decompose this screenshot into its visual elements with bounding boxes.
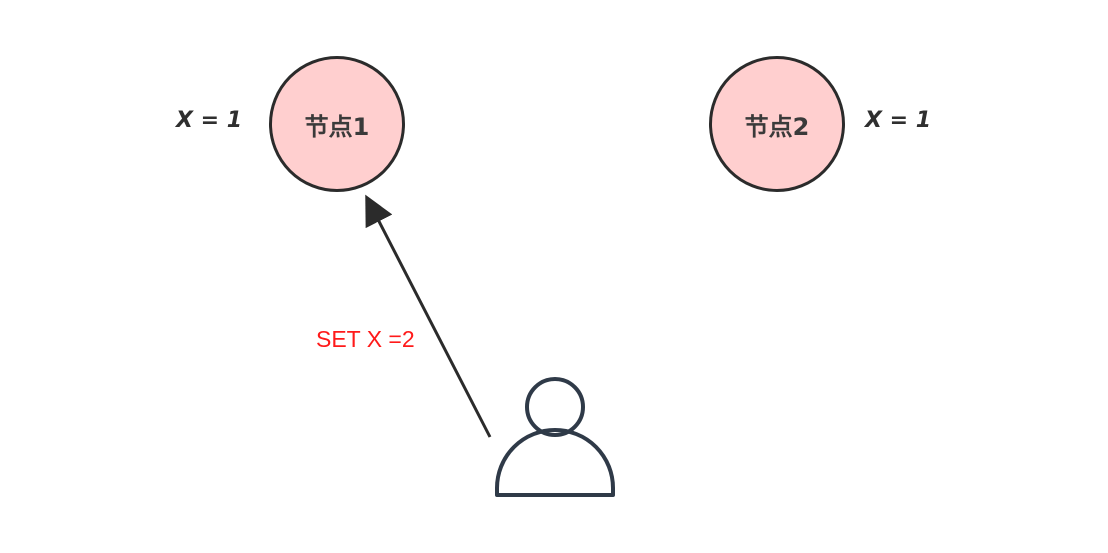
request-arrow <box>365 194 492 438</box>
user-icon <box>495 377 615 497</box>
request-label: SET X =2 <box>316 326 415 352</box>
node-2: 节点2 <box>709 56 845 192</box>
node-2-value-label: X = 1 <box>865 108 932 133</box>
node-2-label: 节点2 <box>744 112 810 141</box>
node-1-value-label: X = 1 <box>176 108 243 133</box>
node-1-label: 节点1 <box>304 112 370 141</box>
node-1: 节点1 <box>269 56 405 192</box>
